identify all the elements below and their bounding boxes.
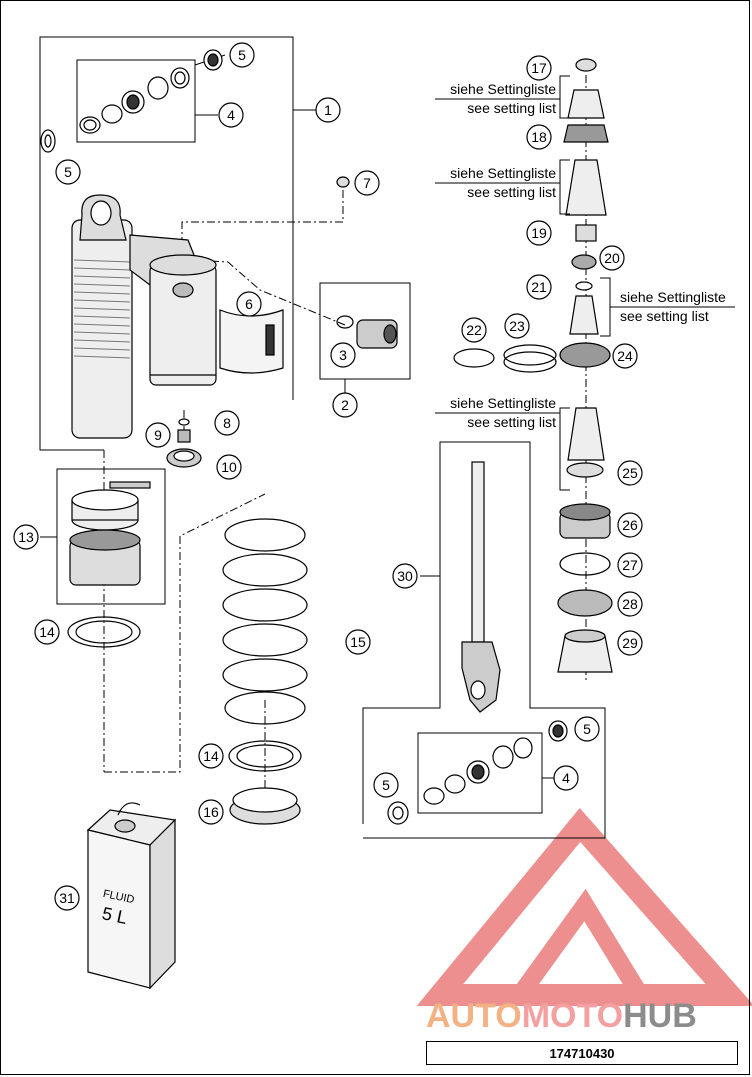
fluid-can [86, 802, 177, 990]
piston-shaft [461, 461, 501, 713]
callout-7: 7 [363, 175, 371, 191]
setting-note-de-2: siehe Settingliste [450, 165, 556, 181]
preload-adjuster [69, 481, 151, 586]
setting-note-de-4: siehe Settingliste [450, 395, 556, 411]
loose-rings [453, 344, 557, 373]
callout-17: 17 [531, 60, 547, 76]
setting-note-de-1: siehe Settingliste [450, 81, 556, 97]
wordmark-auto: AUTO [426, 997, 522, 1035]
coil-spring [222, 518, 308, 725]
shock-body [71, 194, 217, 439]
callout-labels: 1 2 3 4 4 5 5 5 5 6 7 8 9 10 13 14 14 15… [18, 47, 638, 906]
callout-9: 9 [154, 427, 162, 443]
automotohub-wordmark: AUTOMOTOHUB [426, 997, 697, 1035]
callout-2: 2 [341, 397, 349, 413]
callout-26: 26 [622, 517, 638, 533]
damping-stack [557, 58, 613, 673]
callout-4-lower: 4 [562, 770, 570, 786]
callout-13: 13 [18, 529, 34, 545]
callout-16: 16 [203, 804, 219, 820]
setting-notes-right: siehe Settingliste see setting list [620, 289, 726, 324]
callout-5-top: 5 [238, 47, 246, 63]
callout-28: 28 [622, 596, 638, 612]
automotohub-logo-mark [416, 808, 752, 1006]
callout-5-left: 5 [64, 164, 72, 180]
callout-23: 23 [509, 318, 525, 334]
callout-4-upper: 4 [227, 107, 235, 123]
callout-22: 22 [466, 322, 482, 338]
callout-15: 15 [350, 634, 366, 650]
setting-note-de-3: siehe Settingliste [620, 289, 726, 305]
setting-notes: siehe Settingliste see setting list sieh… [450, 81, 556, 430]
setting-note-en-4: see setting list [467, 414, 556, 430]
callout-18: 18 [531, 129, 547, 145]
seal-kit-parts [40, 49, 223, 153]
callout-19: 19 [531, 225, 547, 241]
part-number: 174710430 [426, 1041, 738, 1065]
callout-25: 25 [622, 465, 638, 481]
seal-kit-parts-lower [387, 720, 568, 825]
callout-10: 10 [221, 459, 237, 475]
callout-5-lower-right: 5 [583, 721, 591, 737]
spring-retainer [229, 787, 301, 825]
spring-seat-shims [67, 616, 302, 772]
shield-part [219, 309, 284, 374]
callout-31: 31 [59, 890, 75, 906]
callout-8: 8 [223, 415, 231, 431]
wordmark-moto: MOTO [522, 997, 623, 1035]
callout-27: 27 [622, 557, 638, 573]
note-brackets [435, 75, 735, 491]
callout-14-upper: 14 [39, 624, 55, 640]
small-parts [166, 176, 350, 468]
callout-6: 6 [245, 296, 253, 312]
setting-note-en-1: see setting list [467, 100, 556, 116]
callout-5-lower-left: 5 [382, 777, 390, 793]
callout-21: 21 [531, 279, 547, 295]
callout-24: 24 [617, 348, 633, 364]
wordmark-hub: HUB [623, 997, 697, 1035]
callout-29: 29 [622, 635, 638, 651]
valve-part [336, 315, 398, 349]
callout-1: 1 [324, 102, 332, 118]
callout-3: 3 [339, 347, 347, 363]
setting-note-en-3: see setting list [620, 308, 709, 324]
callout-circles [13, 42, 643, 911]
callout-14-lower: 14 [203, 748, 219, 764]
callout-30: 30 [397, 568, 413, 584]
setting-note-en-2: see setting list [467, 184, 556, 200]
svg-text:AUTOMOTOHUB: AUTOMOTOHUB [426, 997, 697, 1035]
callout-20: 20 [604, 250, 620, 266]
